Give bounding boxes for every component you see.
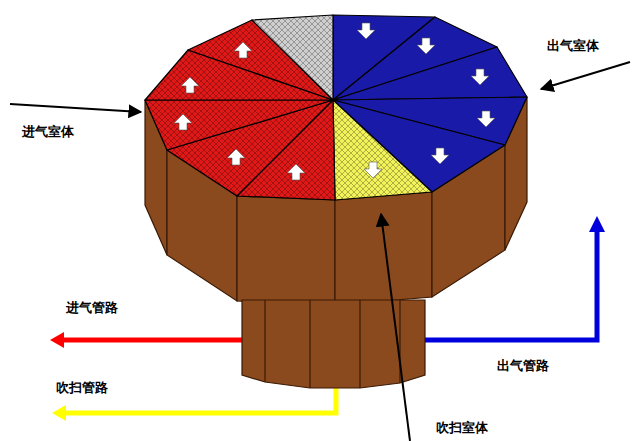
leader-lines <box>10 62 630 441</box>
callout-label: 出气室体 <box>547 38 599 54</box>
callout-label: 进气室体 <box>22 124 74 140</box>
hatching <box>145 15 432 200</box>
pipes <box>50 216 605 421</box>
flow-arrows <box>174 23 495 180</box>
valve-top <box>145 15 527 200</box>
callout-label: 吹扫管路 <box>56 380 108 396</box>
callout-label: 吹扫室体 <box>436 420 488 436</box>
callout-label: 出气管路 <box>497 358 549 374</box>
callout-label: 进气管路 <box>66 300 118 316</box>
